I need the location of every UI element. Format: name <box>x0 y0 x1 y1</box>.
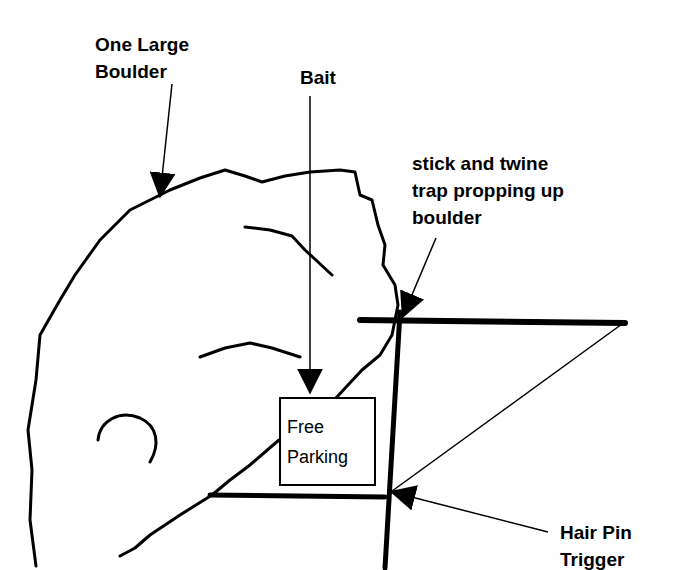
leader-arrow <box>392 492 548 532</box>
text-box: Free Parking <box>279 397 376 486</box>
crack-line <box>200 343 300 357</box>
boulder-outline <box>28 170 398 566</box>
callout-label: One Large Boulder <box>95 31 217 85</box>
callout-label: Hair Pin Trigger <box>560 519 672 570</box>
crack-line <box>98 415 156 462</box>
leader-arrow <box>160 84 172 196</box>
callout-label: stick and twine trap propping up boulder <box>412 150 568 231</box>
leader-arrow <box>309 96 311 392</box>
crack-line <box>245 227 332 275</box>
callout-label: Bait <box>300 64 360 91</box>
leader-arrow <box>403 238 436 316</box>
trigger-stick <box>210 495 385 497</box>
prop-stick-upright <box>385 312 400 568</box>
box-text: Free Parking <box>287 412 368 472</box>
twine <box>388 324 622 494</box>
